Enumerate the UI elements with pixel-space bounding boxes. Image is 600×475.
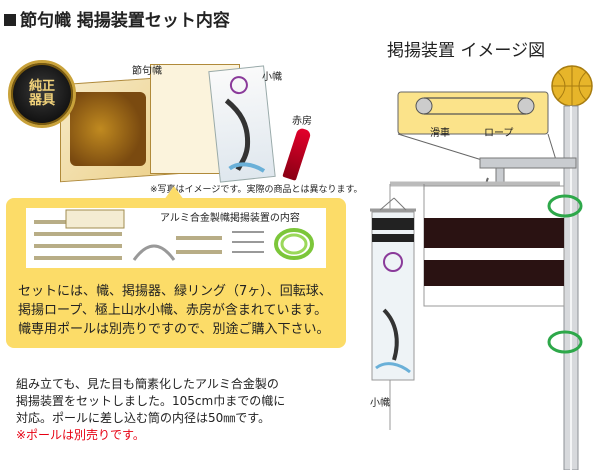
pulley-label: 滑車: [430, 128, 450, 139]
seal-line-2: 器具: [28, 93, 55, 108]
parts-photo: [26, 208, 326, 268]
installation-diagram: 滑車 ロープ 小幟: [360, 60, 596, 471]
koi-illustration-icon: [224, 76, 266, 173]
red-tassel: [282, 127, 312, 181]
seal-line-1: 純正: [28, 79, 55, 94]
note-line-3: 対応。ポールに差し込む筒の内径は50㎜です。: [16, 411, 271, 425]
small-banner-photo: [208, 65, 276, 183]
contents-line-1: セットには、幟、掲揚器、緑リング（7ヶ）、回転球、: [18, 284, 332, 299]
label-small-banner: 小幟: [262, 72, 282, 83]
photo-note: ※写真はイメージです。実際の商品とは異なります。: [150, 185, 363, 195]
note-line-2: 掲揚装置をセットしました。105cm巾までの幟に: [16, 394, 286, 408]
section-title-text: 節句幟 掲揚装置セット内容: [20, 11, 230, 31]
small-banner-label: 小幟: [370, 398, 390, 409]
assembly-note: 組み立ても、見た目も簡素化したアルミ合金製の 掲揚装置をセットしました。105c…: [16, 376, 336, 444]
section-title: 節句幟 掲揚装置セット内容: [4, 6, 230, 31]
box-artwork: [70, 92, 146, 166]
square-bullet-icon: [4, 14, 16, 26]
contents-line-3: 幟専用ポールは別売りですので、別途ご購入下さい。: [18, 322, 330, 337]
callout-pointer: [164, 186, 184, 200]
label-tassel: 赤房: [292, 116, 312, 127]
rope-label: ロープ: [484, 128, 514, 139]
label-kanji-box: 節句幟: [132, 66, 162, 77]
contents-line-2: 掲揚ロープ、極上山水小幟、赤房が含まれています。: [18, 303, 328, 318]
seal-text: 純正 器具: [11, 80, 73, 108]
parts-illustration-icon: [34, 209, 314, 261]
pole-sold-separately-note: ※ポールは別売りです。: [16, 428, 145, 442]
note-line-1: 組み立ても、見た目も簡素化したアルミ合金製の: [16, 377, 279, 391]
contents-description: セットには、幟、掲揚器、緑リング（7ヶ）、回転球、 掲揚ロープ、極上山水小幟、赤…: [18, 282, 338, 339]
parts-title: アルミ合金製幟掲揚装置の内容: [160, 213, 300, 224]
pole-diagram-icon: [370, 65, 593, 471]
diagram-title: 掲揚装置 イメージ図: [387, 41, 546, 61]
genuine-seal-badge: 純正 器具: [8, 60, 76, 128]
